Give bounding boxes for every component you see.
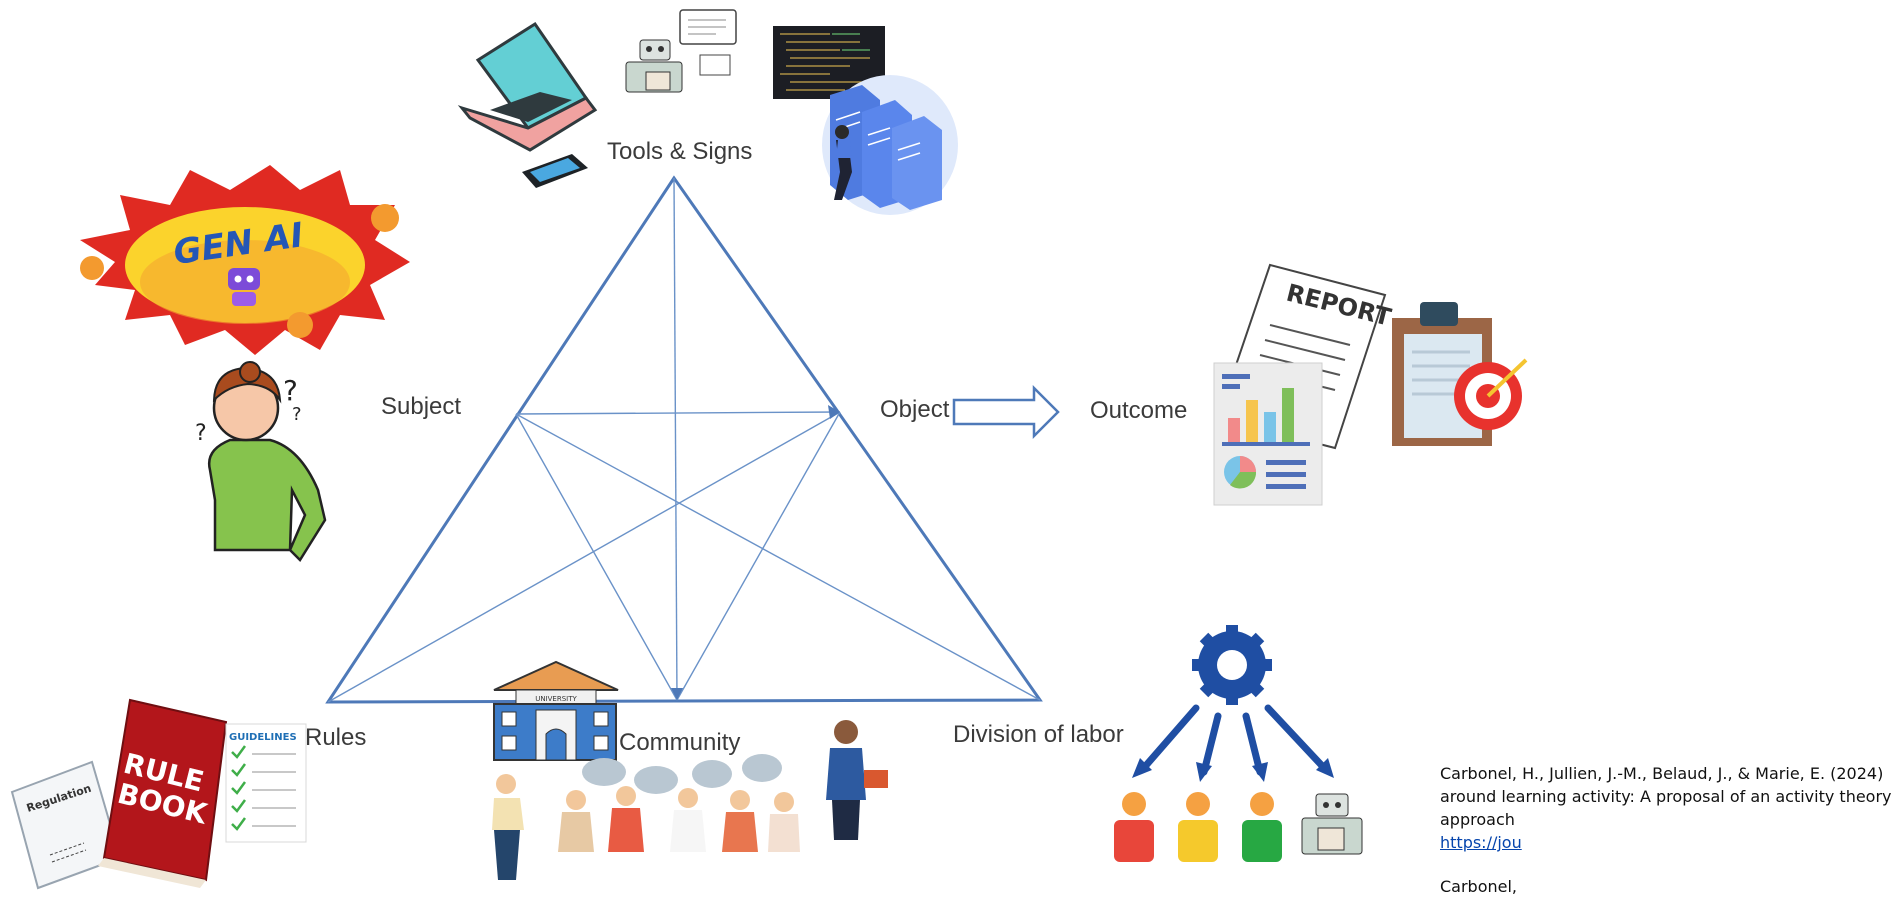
svg-text:?: ?: [195, 421, 207, 446]
university-building-icon: UNIVERSITY: [493, 660, 619, 761]
laptop-icon: [457, 21, 598, 152]
citation: Carbonel, H., Jullien, J.-M., Belaud, J.…: [1440, 762, 1892, 898]
robot-chat-icon: [625, 9, 737, 93]
label-rules: Rules: [305, 724, 367, 751]
label-division-of-labor: Division of labor: [953, 721, 1124, 748]
object-community-line: [676, 411, 841, 701]
label-outcome: Outcome: [1090, 397, 1188, 424]
division-of-labor-icon: [1114, 625, 1363, 862]
citation-line-2: around learning activity: A proposal of …: [1440, 787, 1892, 806]
svg-text:?: ?: [292, 404, 302, 425]
activity-triangle-diagram: GEN AI ? ? ? REPORT: [10, 9, 1528, 890]
label-community: Community: [619, 729, 741, 756]
label-object: Object: [880, 396, 950, 423]
label-tools-signs: Tools & Signs: [607, 138, 753, 165]
subject-division-line: [515, 413, 1041, 701]
subject-object-line: [515, 411, 841, 415]
citation-line-5: Carbonel,: [1440, 877, 1518, 896]
servers-icon: [822, 75, 958, 215]
guidelines-checklist-icon: GUIDELINES: [225, 723, 307, 843]
arrowhead-object: [828, 405, 840, 419]
label-subject: Subject: [381, 393, 462, 420]
tools-community-line: [673, 177, 678, 701]
svg-text:?: ?: [283, 374, 298, 407]
arrowhead-community: [671, 688, 683, 700]
inner-lines: [327, 177, 1041, 703]
bar-chart-report-icon: [1213, 362, 1323, 506]
rule-book-icon: RULE BOOK: [98, 698, 228, 888]
thinking-girl-illustration: ? ? ?: [195, 361, 327, 562]
arrowheads: [671, 405, 840, 700]
object-rules-line: [327, 411, 841, 703]
outcome-arrow: [952, 384, 1060, 440]
clipboard-target-icon: [1392, 302, 1528, 446]
gen-ai-burst: GEN AI: [80, 165, 410, 355]
subject-community-line: [515, 413, 678, 701]
regulation-document-icon: Regulation: [10, 760, 122, 890]
citation-line-1: Carbonel, H., Jullien, J.-M., Belaud, J.…: [1440, 764, 1884, 783]
outer-triangle: [325, 175, 1043, 704]
community-people-illustration: [492, 720, 888, 880]
phone-icon: [522, 154, 588, 188]
citation-line-3: approach: [1440, 810, 1515, 829]
citation-link[interactable]: https://jou: [1440, 833, 1522, 852]
university-text: UNIVERSITY: [535, 695, 577, 703]
guidelines-text: GUIDELINES: [229, 732, 297, 743]
